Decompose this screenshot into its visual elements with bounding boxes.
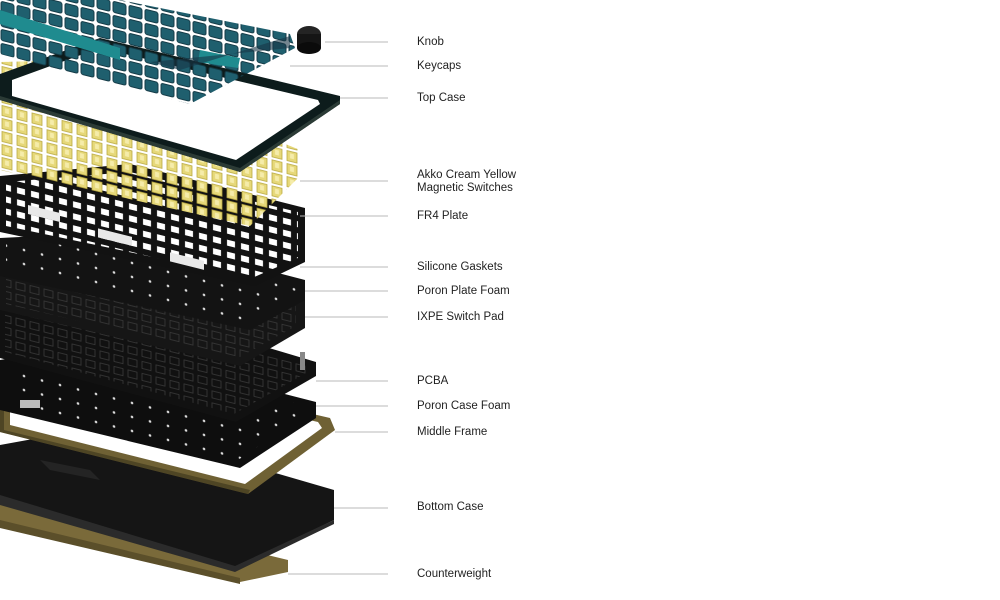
label-middle-frame: Middle Frame — [417, 426, 488, 438]
leader-lines — [288, 41, 388, 575]
label-ixpe-switch-pad: IXPE Switch Pad — [417, 311, 504, 323]
label-knob: Knob — [417, 36, 444, 48]
label-poron-case-foam: Poron Case Foam — [417, 400, 511, 412]
label-silicone-gaskets: Silicone Gaskets — [417, 261, 503, 273]
silicone-gaskets-layer — [28, 204, 204, 270]
label-switches-line-2: Magnetic Switches — [417, 182, 513, 194]
label-switches-line-1: Akko Cream Yellow — [417, 169, 517, 181]
label-switches: Akko Cream Yellow Magnetic Switches — [417, 169, 516, 195]
label-counterweight: Counterweight — [417, 568, 492, 580]
label-fr4-plate: FR4 Plate — [417, 210, 469, 222]
poron-plate-foam-layer — [0, 232, 305, 330]
label-keycaps: Keycaps — [417, 60, 462, 72]
label-bottom-case: Bottom Case — [417, 501, 484, 513]
label-poron-plate-foam: Poron Plate Foam — [417, 285, 510, 297]
label-pcba: PCBA — [417, 375, 449, 387]
label-top-case: Top Case — [417, 92, 466, 104]
bottom-case-layer — [0, 425, 334, 572]
keycaps-layer — [0, 0, 295, 104]
knob-layer — [297, 26, 321, 54]
